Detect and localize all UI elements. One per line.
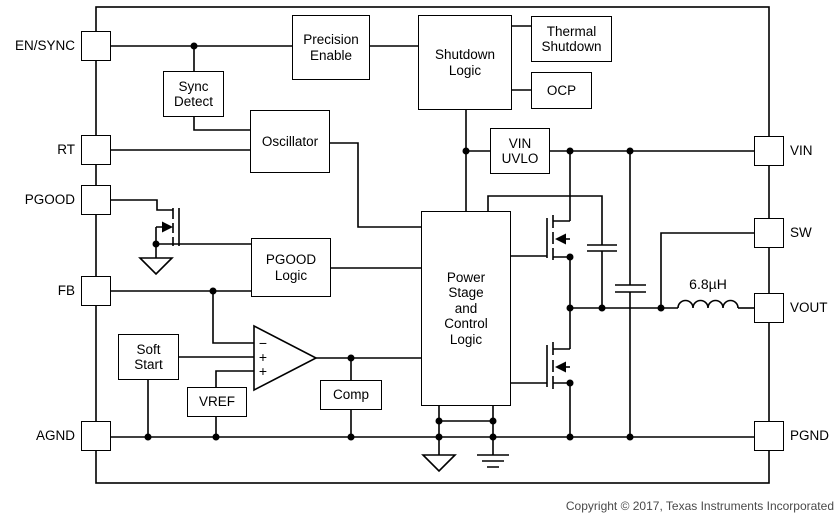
- block-comp: Comp: [320, 380, 382, 410]
- pin-label-vout: VOUT: [790, 300, 828, 315]
- wire-powerstage-gnd: [438, 406, 494, 437]
- copyright-notice: Copyright © 2017, Texas Instruments Inco…: [565, 499, 834, 513]
- block-power-stage: Power Stage and Control Logic: [421, 211, 511, 406]
- pin-vin: [754, 136, 784, 166]
- block-vin-uvlo: VIN UVLO: [490, 128, 550, 174]
- wire-fb-to-comparator: [212, 291, 254, 344]
- pin-en-sync: [81, 31, 111, 61]
- block-sync-detect: Sync Detect: [163, 71, 224, 117]
- pin-label-rt: RT: [57, 142, 75, 157]
- pin-agnd: [81, 421, 111, 451]
- block-vref: VREF: [187, 387, 247, 417]
- wire-pgood-pin: [111, 199, 173, 211]
- wire-sync-detect: [193, 46, 250, 131]
- comparator-inverting-sign: −: [259, 335, 267, 351]
- comparator-noninverting-sign: +: [259, 349, 267, 365]
- comparator-icon: − + +: [253, 324, 318, 392]
- block-ocp: OCP: [531, 72, 592, 109]
- wire-sw-pin: [660, 232, 754, 308]
- comparator-noninverting-sign-2: +: [259, 363, 267, 379]
- block-precision-enable: Precision Enable: [292, 15, 370, 80]
- block-oscillator: Oscillator: [250, 110, 330, 173]
- pin-fb: [81, 276, 111, 306]
- pin-pgnd: [754, 421, 784, 451]
- input-capacitor-icon: [615, 284, 646, 293]
- pgood-mosfet-icon: [155, 208, 180, 246]
- pin-label-sw: SW: [790, 225, 812, 240]
- wire-bootstrap: [487, 195, 603, 308]
- wire-oscillator-out: [330, 142, 421, 228]
- pgood-ground-icon: [138, 244, 174, 276]
- block-pgood-logic: PGOOD Logic: [251, 238, 331, 297]
- pin-rt: [81, 135, 111, 165]
- agnd-ground-icon: [421, 437, 457, 473]
- pin-vout: [754, 293, 784, 323]
- pin-label-agnd: AGND: [35, 428, 75, 443]
- high-side-mosfet-icon: [511, 215, 570, 260]
- pin-label-pgood: PGOOD: [24, 192, 75, 207]
- wire-vref-to-comparator: [215, 370, 254, 387]
- bootstrap-capacitor-icon: [587, 244, 617, 252]
- pgnd-ground-icon: [477, 437, 509, 468]
- block-shutdown-logic: Shutdown Logic: [418, 15, 512, 110]
- pin-label-fb: FB: [57, 283, 75, 298]
- low-side-mosfet-icon: [511, 342, 570, 389]
- block-soft-start: Soft Start: [118, 334, 179, 380]
- junction-dots: [144, 42, 665, 441]
- pin-label-en-sync: EN/SYNC: [14, 38, 75, 53]
- block-thermal-shutdown: Thermal Shutdown: [531, 16, 612, 62]
- inductor-icon: [677, 299, 739, 309]
- pin-sw: [754, 218, 784, 248]
- pin-label-pgnd: PGND: [790, 428, 830, 443]
- inductor-value-label: 6.8µH: [689, 276, 727, 292]
- pin-label-vin: VIN: [790, 143, 813, 158]
- pin-pgood: [81, 185, 111, 215]
